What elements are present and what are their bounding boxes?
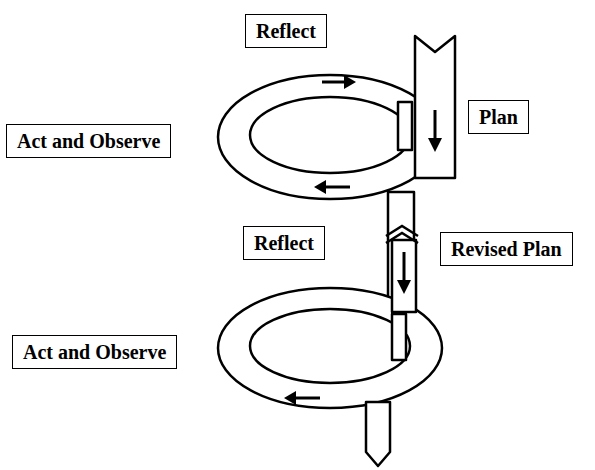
- box-label: Act and Observe: [17, 129, 160, 153]
- ribbon-end: [392, 314, 406, 360]
- box-label: Reflect: [254, 231, 314, 255]
- spiral-stem: [392, 240, 416, 312]
- break-mark: [386, 226, 418, 236]
- box-label: Reflect: [256, 19, 316, 43]
- label-box: Reflect: [243, 226, 325, 260]
- spiral-ring: [218, 75, 442, 199]
- direction-arrow: [397, 252, 411, 294]
- direction-arrow: [322, 75, 356, 89]
- ribbon-end: [398, 102, 412, 150]
- label-box: Act and Observe: [6, 124, 171, 158]
- spiral-stem: [366, 402, 390, 466]
- box-label: Act and Observe: [23, 340, 166, 364]
- box-label: Revised Plan: [451, 237, 562, 261]
- label-box: Plan: [468, 100, 529, 134]
- label-box: Act and Observe: [12, 335, 177, 369]
- spiral-stem: [415, 36, 455, 178]
- break-mark: [386, 233, 418, 243]
- label-box: Reflect: [245, 14, 327, 48]
- direction-arrow: [428, 110, 442, 152]
- label-box: Revised Plan: [440, 232, 573, 266]
- box-label: Plan: [479, 105, 518, 129]
- direction-arrow: [314, 180, 350, 194]
- direction-arrow: [284, 391, 320, 405]
